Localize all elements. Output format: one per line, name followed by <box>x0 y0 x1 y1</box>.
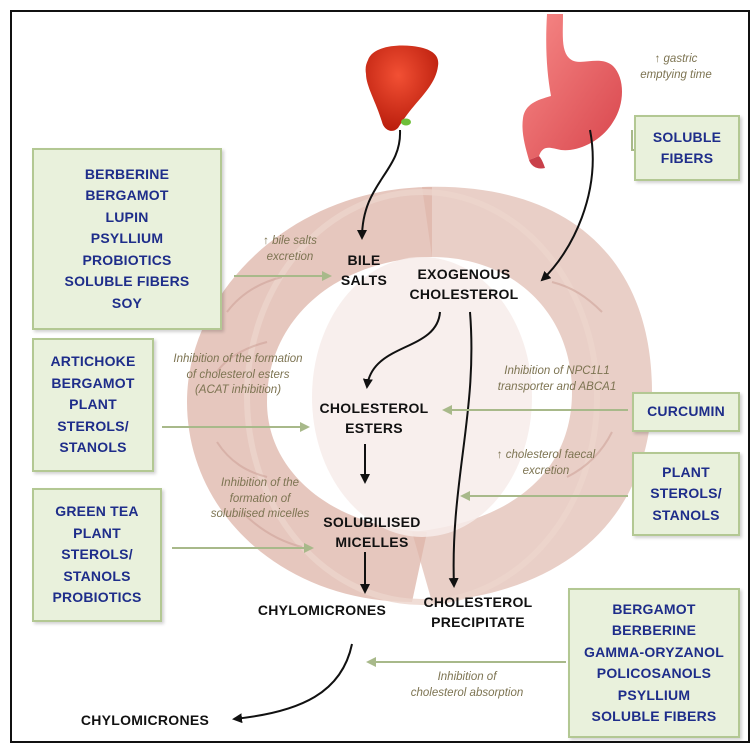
text-line: Inhibition of the <box>190 476 330 492</box>
text-line: formation of <box>190 492 330 508</box>
text-line: cholesterol absorption <box>392 686 542 702</box>
text-line: GAMMA-ORYZANOL <box>584 642 724 664</box>
arrow-liver-to-bile <box>362 130 400 238</box>
text-line: CHOLESTEROL <box>404 284 524 304</box>
text-line: CHOLESTEROL <box>416 592 540 612</box>
arrow-exogenous-to-esters <box>367 312 440 387</box>
text-line: LUPIN <box>106 207 149 229</box>
text-line: SOLUBLE FIBERS <box>65 271 190 293</box>
arrow-chylo-to-out <box>234 644 352 719</box>
text-line: CHYLOMICRONES <box>252 600 392 620</box>
text-line: GREEN TEA <box>55 501 138 523</box>
text-line: SALTS <box>334 270 394 290</box>
text-line: BERGAMOT <box>51 373 134 395</box>
text-line: SOLUBLE <box>653 127 721 149</box>
text-line: ESTERS <box>312 418 436 438</box>
text-line: PROBIOTICS <box>52 587 141 609</box>
text-line: excretion <box>240 250 340 266</box>
text-line: STEROLS/ <box>57 416 129 438</box>
node-chylomicrones-output: CHYLOMICRONES <box>70 710 220 730</box>
text-line: (ACAT inhibition) <box>152 383 324 399</box>
text-line: STANOLS <box>63 566 130 588</box>
text-line: PLANT <box>662 462 710 484</box>
text-line: BERBERINE <box>85 164 169 186</box>
text-line: of cholesterol esters <box>152 368 324 384</box>
text-line: SOLUBILISED <box>314 512 430 532</box>
nutraceutical-box-npc1l1: CURCUMIN <box>632 392 740 432</box>
text-line: EXOGENOUS <box>404 264 524 284</box>
text-line: STEROLS/ <box>61 544 133 566</box>
text-line: POLICOSANOLS <box>597 663 711 685</box>
text-line: transporter and ABCA1 <box>482 380 632 396</box>
text-line: PLANT <box>73 523 121 545</box>
text-line: PSYLLIUM <box>618 685 690 707</box>
text-line: Inhibition of <box>392 670 542 686</box>
text-line: MICELLES <box>314 532 430 552</box>
text-line: BILE <box>334 250 394 270</box>
text-line: Inhibition of NPC1L1 <box>482 364 632 380</box>
text-line: BERGAMOT <box>612 599 695 621</box>
text-line: emptying time <box>616 68 736 84</box>
node-chylomicrones: CHYLOMICRONES <box>252 600 392 620</box>
text-line: ↑ cholesterol faecal <box>468 448 624 464</box>
text-line: SOY <box>112 293 142 315</box>
text-line: PRECIPITATE <box>416 612 540 632</box>
text-line: CHYLOMICRONES <box>70 710 220 730</box>
text-line: PLANT <box>69 394 117 416</box>
text-line: solubilised micelles <box>190 507 330 523</box>
text-line: ↑ bile salts <box>240 234 340 250</box>
text-line: STANOLS <box>59 437 126 459</box>
text-line: ↑ gastric <box>616 52 736 68</box>
text-line: STEROLS/ <box>650 483 722 505</box>
text-line: STANOLS <box>652 505 719 527</box>
text-line: Inhibition of the formation <box>152 352 324 368</box>
text-line: PROBIOTICS <box>82 250 171 272</box>
text-line: BERBERINE <box>612 620 696 642</box>
text-line: CHOLESTEROL <box>312 398 436 418</box>
text-line: BERGAMOT <box>85 185 168 207</box>
text-line: FIBERS <box>661 148 714 170</box>
text-line: PSYLLIUM <box>91 228 163 250</box>
text-line: CURCUMIN <box>647 401 725 423</box>
text-line: SOLUBLE FIBERS <box>592 706 717 728</box>
text-line: ARTICHOKE <box>50 351 135 373</box>
arrow-stomach-to-exogenous <box>542 130 593 280</box>
text-line: excretion <box>468 464 624 480</box>
